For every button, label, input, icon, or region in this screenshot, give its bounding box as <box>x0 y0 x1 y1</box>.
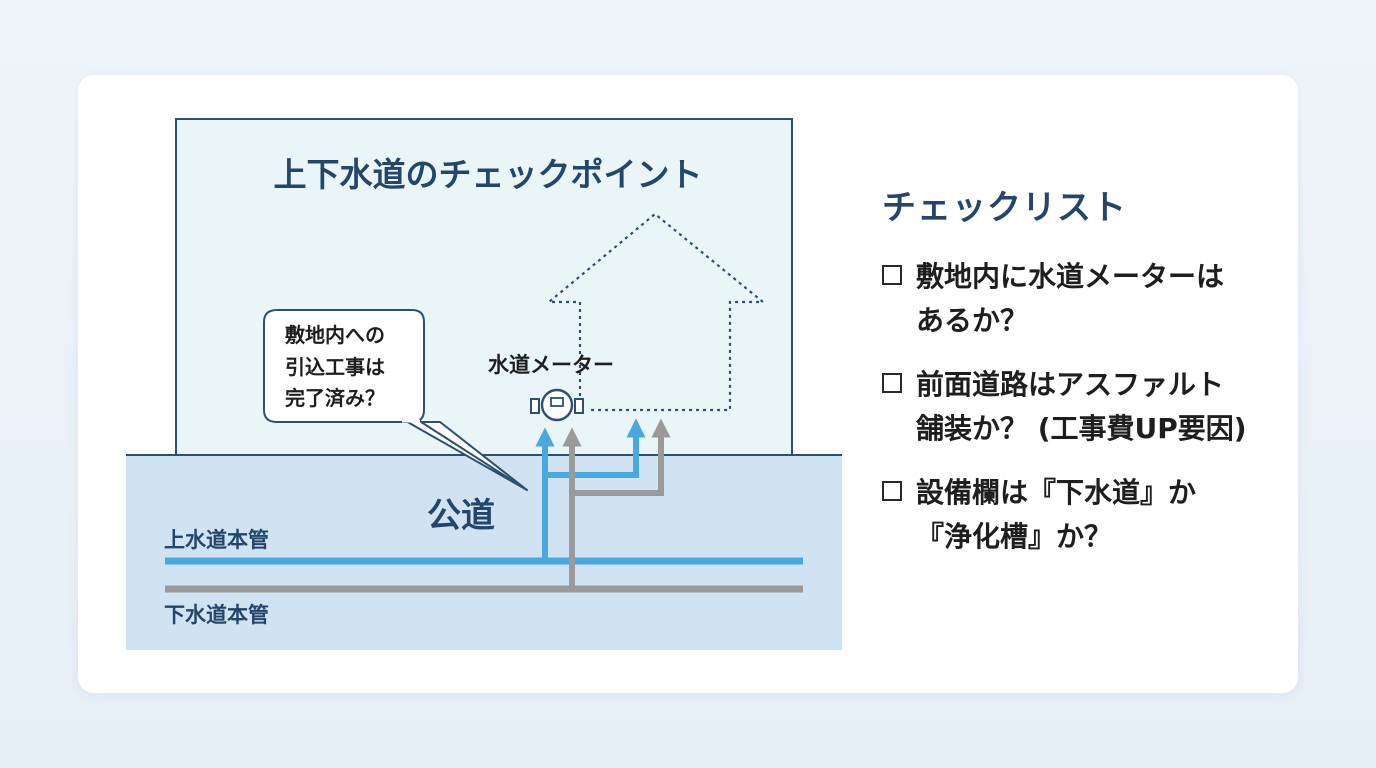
water-service-pipe-2 <box>545 418 646 478</box>
water-meter-icon <box>530 388 584 422</box>
checklist-title: チェックリスト <box>882 188 1127 228</box>
water-main-label: 上水道本管 <box>164 528 269 552</box>
public-road-area <box>126 455 842 650</box>
callout-line-3: 完了済み？ <box>285 386 385 410</box>
callout-pointer <box>403 419 528 491</box>
checklist-item-text: 前面道路はアスファルト 舗装か？ (工事費UP要因) <box>916 368 1247 445</box>
checklist-panel: チェックリスト 敷地内に水道メーターは あるか？ 前面道路はアスファルト 舗装か… <box>882 180 1302 579</box>
checklist-item: 敷地内に水道メーターは あるか？ <box>882 255 1302 343</box>
diagram-title: 上下水道のチェックポイント <box>274 155 703 194</box>
sewer-main-label: 下水道本管 <box>164 603 269 627</box>
checkbox-icon[interactable] <box>882 373 902 393</box>
checklist-item-text: 敷地内に水道メーターは あるか？ <box>916 260 1225 337</box>
checkbox-icon[interactable] <box>882 481 902 501</box>
callout-line-2: 引込工事は <box>285 355 385 379</box>
checklist-item: 設備欄は『下水道』か 『浄化槽』か？ <box>882 471 1302 559</box>
checkbox-icon[interactable] <box>882 265 902 285</box>
checklist-item-text: 設備欄は『下水道』か 『浄化槽』か？ <box>916 476 1197 553</box>
house-outline <box>545 212 767 412</box>
callout-line-1: 敷地内への <box>285 323 385 347</box>
road-label: 公道 <box>427 496 495 536</box>
callout-bubble <box>263 309 528 491</box>
checklist-item: 前面道路はアスファルト 舗装か？ (工事費UP要因) <box>882 363 1302 451</box>
sewer-service-pipe-2 <box>572 418 671 496</box>
meter-label: 水道メーター <box>488 353 614 377</box>
